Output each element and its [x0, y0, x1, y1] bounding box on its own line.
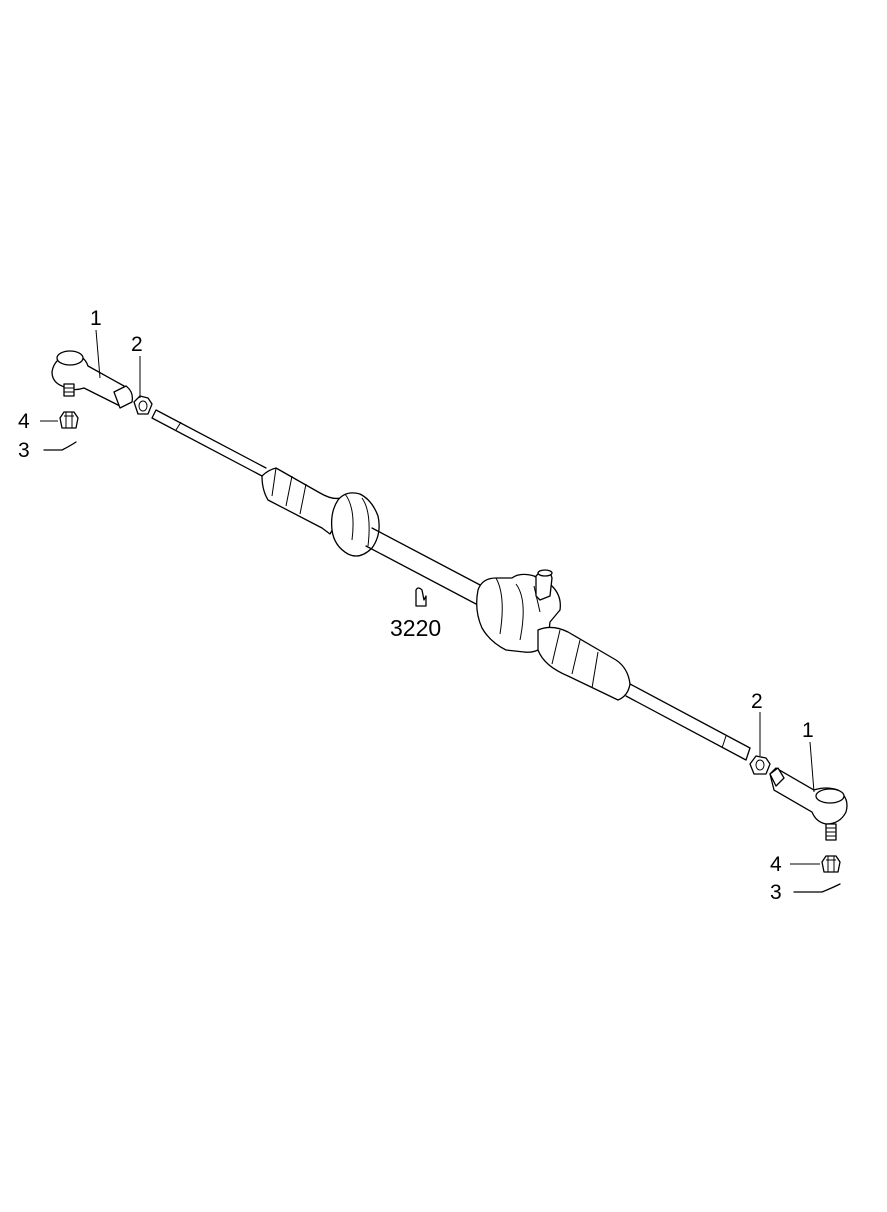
- right-inner-tie-rod: [625, 683, 751, 761]
- callout-left-tie-rod-end: 1: [90, 307, 102, 330]
- callout-left-lock-nut: 2: [131, 333, 143, 356]
- steering-gear-assembly: [151, 409, 751, 761]
- callout-right-cotter-pin: 3: [770, 881, 782, 904]
- callout-right-tie-rod-end: 1: [802, 719, 814, 742]
- left-inner-tie-rod: [151, 409, 267, 477]
- callout-left-cotter-pin: 3: [18, 439, 30, 462]
- right-cotter-pin: [793, 883, 841, 893]
- callout-left-castle-nut: 4: [18, 410, 30, 433]
- leader-lines: [40, 329, 820, 865]
- rack-housing-tube: [365, 527, 483, 605]
- callout-right-lock-nut: 2: [751, 690, 763, 713]
- left-castle-nut: [59, 411, 79, 429]
- right-lock-nut: [749, 755, 771, 775]
- left-boot: [261, 467, 347, 535]
- right-castle-nut: [821, 855, 841, 873]
- left-tie-rod-end: [51, 350, 134, 409]
- right-tie-rod-end: [769, 767, 848, 841]
- left-housing-clamp: [330, 492, 380, 557]
- left-lock-nut: [133, 395, 153, 415]
- left-cotter-pin: [43, 441, 77, 451]
- callout-right-castle-nut: 4: [770, 853, 782, 876]
- callout-gear-assembly-ref: 3220: [390, 615, 441, 641]
